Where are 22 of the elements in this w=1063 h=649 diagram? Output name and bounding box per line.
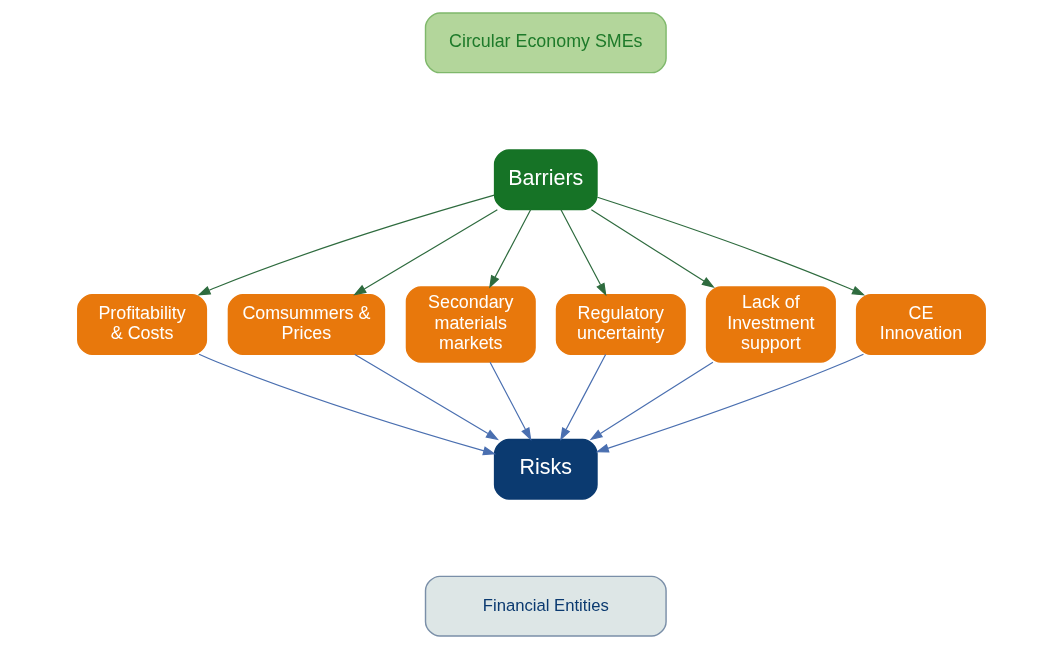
arrow <box>489 209 532 289</box>
node-box: Profitability & Costs <box>77 294 208 355</box>
arrow <box>590 209 715 288</box>
arrow <box>489 361 532 441</box>
arrow <box>353 209 498 296</box>
node-box: Lack of Investment support <box>705 286 836 363</box>
node-box: Barriers <box>493 149 598 211</box>
node-box: Risks <box>493 438 598 500</box>
node-box: Regulatory uncertainty <box>555 294 686 355</box>
arrow <box>354 353 499 441</box>
arrow <box>596 196 866 296</box>
arrow <box>560 209 607 297</box>
node-box: Financial Entities <box>424 575 667 637</box>
node-box: Secondary materials markets <box>405 286 536 363</box>
arrow <box>589 361 714 441</box>
arrow <box>595 353 865 453</box>
node-box: CE Innovation <box>855 294 986 355</box>
node-box: Comsummers & Prices <box>227 294 386 355</box>
node-box: Circular Economy SMEs <box>424 12 667 74</box>
arrow <box>198 353 497 456</box>
arrow <box>197 194 495 296</box>
arrow <box>560 353 607 441</box>
